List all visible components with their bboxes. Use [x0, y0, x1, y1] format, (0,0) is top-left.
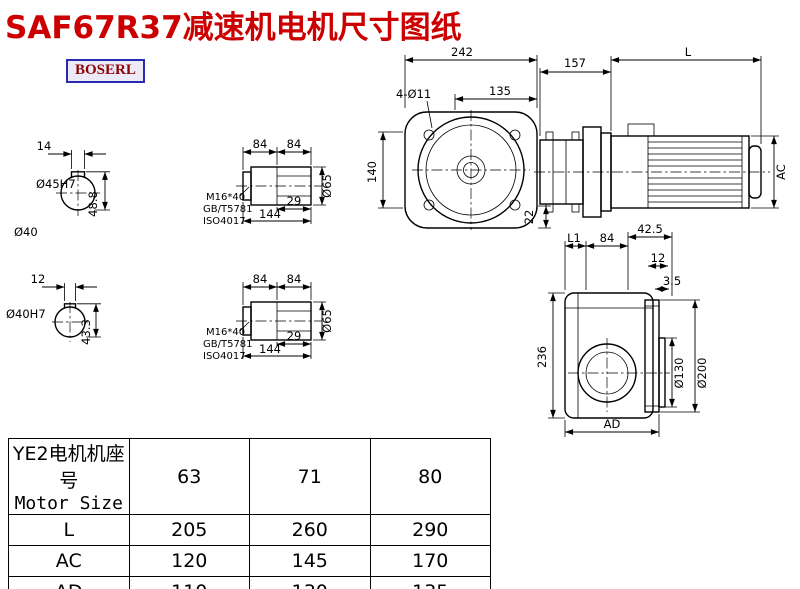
- gearbox-front-view: 242 135 4-Ø11 140 22: [365, 45, 788, 230]
- table-cell: 170: [369, 545, 491, 577]
- dim-bore-1: Ø45H7: [36, 177, 76, 191]
- row-label-AD: AD: [8, 576, 130, 589]
- motor-size-80: 80: [369, 438, 491, 515]
- boserl-logo: BOSERL: [66, 59, 145, 83]
- shaft-section-view-1: 14 Ø45H7 48.8 Ø40: [14, 139, 110, 239]
- dim-12: 12: [651, 251, 666, 265]
- dim-len-c-1: 29: [287, 194, 302, 208]
- hollow-shaft-view-1: 84 84 29 144 Ø65 M16*40 GB/T5781 ISO4017: [203, 137, 334, 227]
- dim-len-total-2: 144: [259, 342, 281, 356]
- dim-adapter-length: 157: [564, 56, 586, 70]
- dim-len-b-2: 84: [287, 272, 302, 286]
- row-label-L: L: [8, 514, 130, 546]
- dim-motor-length-L: L: [685, 45, 692, 59]
- std-gb-2: GB/T5781: [203, 339, 253, 350]
- table-cell: 110: [128, 576, 250, 589]
- technical-drawing: 14 Ø45H7 48.8 Ø40 12 Ø40H7 43.3: [6, 45, 788, 437]
- motor-assembly: [534, 123, 770, 218]
- page-title: SAF67R37减速机电机尺寸图纸: [5, 10, 462, 46]
- table-row-AD: AD 110 130 135: [8, 576, 491, 589]
- std-gb-1: GB/T5781: [203, 204, 253, 215]
- motor-size-63: 63: [128, 438, 250, 515]
- table-cell: 135: [369, 576, 491, 589]
- table-cell: 145: [249, 545, 371, 577]
- motor-size-71: 71: [249, 438, 371, 515]
- dim-keyway-width-2: 12: [31, 272, 46, 286]
- std-iso-1: ISO4017: [203, 216, 246, 227]
- dim-housing-height: 140: [365, 161, 379, 183]
- table-cell: 120: [128, 545, 250, 577]
- dim-body-height-236: 236: [535, 346, 549, 368]
- dim-flange-dia-200: Ø200: [695, 357, 709, 388]
- dim-keyway-width-1: 14: [37, 139, 52, 153]
- hollow-shaft-geometry: [236, 147, 326, 224]
- dim-keyway-height-2: 43.3: [79, 319, 93, 345]
- dim-len-c-2: 29: [287, 329, 302, 343]
- table-cell: 260: [249, 514, 371, 546]
- dim-3-5: 3.5: [663, 274, 681, 288]
- dim-len-a-2: 84: [253, 272, 268, 286]
- table-row-L: L 205 260 290: [8, 514, 491, 546]
- dim-42-5: 42.5: [637, 222, 663, 236]
- table-row-AC: AC 120 145 170: [8, 545, 491, 577]
- dim-keyway-height-1: 48.8: [86, 191, 100, 217]
- row-label-AC: AC: [8, 545, 130, 577]
- dim-flange-width: 135: [489, 84, 511, 98]
- dim-housing-width: 242: [451, 45, 473, 59]
- table-cell: 130: [249, 576, 371, 589]
- dim-hub-84: 84: [600, 231, 615, 245]
- dim-dia-1: Ø65: [320, 174, 334, 198]
- dim-len-total-1: 144: [259, 207, 281, 221]
- std-iso-2: ISO4017: [203, 351, 246, 362]
- dim-motor-dia-AC: AC: [774, 164, 788, 180]
- dim-offset-22: 22: [522, 210, 536, 225]
- dim-len-b-1: 84: [287, 137, 302, 151]
- motor-size-header-cell: YE2电机机座号 Motor Size: [8, 438, 130, 515]
- bolt-spec-2: M16*40: [206, 327, 245, 338]
- shaft-section-view-2: 12 Ø40H7 43.3: [6, 272, 101, 345]
- dim-pilot-dia-130: Ø130: [672, 357, 686, 388]
- hollow-shaft-view-2: 84 84 29 144 Ø65 M16*40 GB/T5781 ISO4017: [203, 272, 334, 362]
- bolt-spec-1: M16*40: [206, 192, 245, 203]
- motor-size-header-en: Motor Size: [14, 493, 123, 514]
- dim-len-a-1: 84: [253, 137, 268, 151]
- dim-bolt-holes: 4-Ø11: [396, 87, 431, 101]
- motor-size-table: YE2电机机座号 Motor Size 63 71 80 L 205 260 2…: [8, 438, 491, 589]
- table-cell: 205: [128, 514, 250, 546]
- gearbox-side-view: L1 84 42.5 12 3.5 236 Ø130 Ø200 AD: [535, 222, 709, 437]
- dim-AD: AD: [604, 417, 621, 431]
- dim-L1: L1: [567, 231, 581, 245]
- dim-shaft-outer-1: Ø40: [14, 225, 38, 239]
- table-cell: 290: [369, 514, 491, 546]
- table-header-row: YE2电机机座号 Motor Size 63 71 80: [8, 438, 491, 515]
- motor-size-header-cn: YE2电机机座号: [12, 443, 125, 492]
- dim-bore-2: Ø40H7: [6, 307, 46, 321]
- dim-dia-2: Ø65: [320, 309, 334, 333]
